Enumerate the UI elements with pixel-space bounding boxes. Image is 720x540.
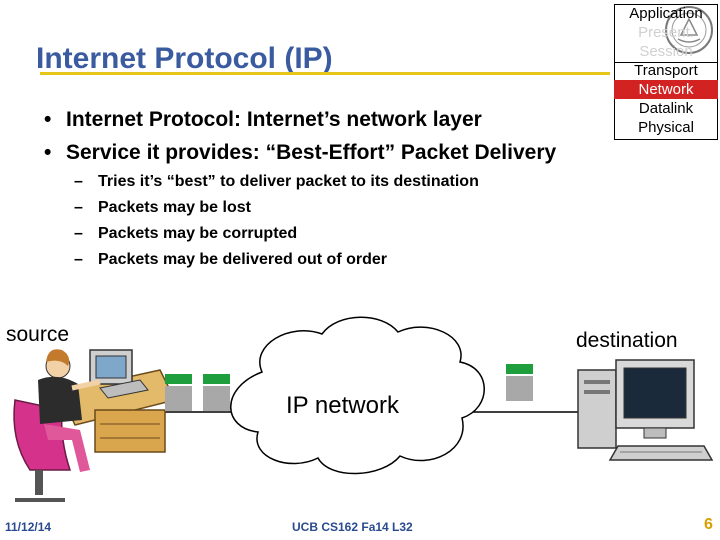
cloud-label: IP network [286, 392, 399, 419]
sub-bullet-marker: – [74, 173, 83, 190]
sub-bullet-marker: – [74, 225, 83, 242]
footer-date: 11/12/14 [5, 520, 52, 534]
title-underline [40, 72, 610, 75]
layer-stack-lower-frame [614, 62, 718, 140]
packet-header [165, 374, 192, 384]
bullet-text: Service it provides: “Best-Effort” Packe… [66, 141, 557, 164]
packet-body [165, 386, 192, 411]
packet-header [203, 374, 230, 384]
sub-bullet-text: Packets may be corrupted [98, 225, 298, 242]
sub-bullet-text: Tries it’s “best” to deliver packet to i… [98, 173, 479, 190]
page-number: 6 [704, 516, 713, 533]
layer-session: Session [639, 43, 693, 60]
layer-physical: Physical [638, 119, 694, 136]
sub-bullet-text: Packets may be lost [98, 199, 251, 216]
sub-bullet-item: –Packets may be delivered out of order [74, 251, 387, 269]
layer-presentation: Present. [638, 24, 694, 41]
slide-title: Internet Protocol (IP) [36, 42, 333, 75]
sub-bullet-item: –Packets may be corrupted [74, 225, 297, 243]
destination-label: destination [576, 329, 678, 352]
sub-bullet-marker: – [74, 251, 83, 268]
layer-network-highlighted: Network [614, 80, 718, 99]
network-diagram [13, 316, 714, 502]
packet [506, 364, 533, 401]
ip-network-cloud [230, 316, 485, 475]
bullet-item: • Service it provides: “Best-Effort” Pack… [44, 141, 556, 165]
footer-course: UCB CS162 Fa14 L32 [292, 520, 413, 534]
packet-body [506, 376, 533, 401]
sub-bullet-item: –Packets may be lost [74, 199, 251, 217]
user-at-computer-icon [13, 349, 177, 502]
osi-layer-stack: Application Present. Session Transport N… [614, 4, 718, 137]
sub-bullet-marker: – [74, 199, 83, 216]
destination-computer-icon [577, 359, 714, 461]
layer-datalink: Datalink [638, 100, 694, 117]
layer-application: Application [629, 5, 703, 22]
bullet-text: Internet Protocol: Internet’s network la… [66, 108, 482, 131]
packet [203, 374, 230, 411]
layer-transport: Transport [634, 62, 698, 79]
sub-bullet-item: –Tries it’s “best” to deliver packet to … [74, 173, 479, 191]
source-label: source [6, 323, 70, 346]
packet [165, 374, 192, 411]
sub-bullet-text: Packets may be delivered out of order [98, 251, 387, 268]
packet-header [506, 364, 533, 374]
university-seal-icon [665, 6, 713, 54]
bullet-marker: • [44, 141, 52, 164]
packet-body [203, 386, 230, 411]
bullet-marker: • [44, 108, 52, 131]
bullet-item: • Internet Protocol: Internet’s network l… [44, 108, 482, 132]
layer-stack-upper-frame [614, 4, 718, 62]
